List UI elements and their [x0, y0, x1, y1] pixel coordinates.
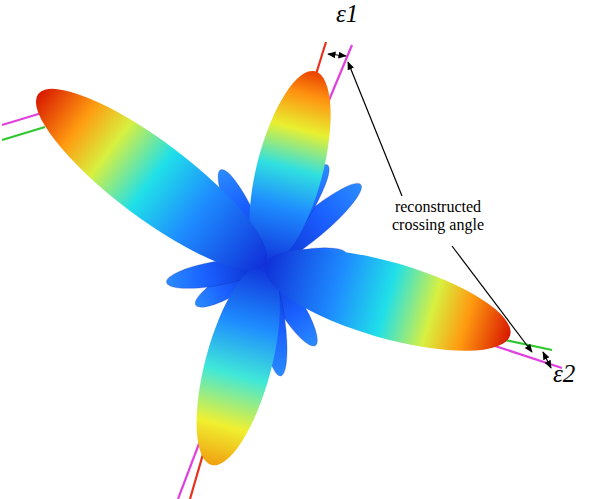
annotation-note: reconstructed crossing angle	[372, 197, 504, 236]
angle-error-label: ε1	[336, 0, 358, 29]
main-lobes	[15, 63, 520, 473]
direction-line	[2, 127, 45, 140]
leader-arrow	[328, 54, 346, 56]
annotation-arrows	[328, 54, 551, 368]
fiber-lobe	[255, 228, 521, 371]
angle-error-label: ε2	[553, 360, 575, 389]
leader-arrow	[348, 62, 402, 196]
direction-line	[327, 45, 352, 105]
fiber-lobe	[15, 64, 288, 296]
direction-line	[495, 346, 562, 368]
leader-arrow	[452, 246, 532, 352]
direction-line	[2, 112, 45, 125]
direction-lines	[2, 42, 562, 499]
leader-arrow	[543, 352, 551, 368]
